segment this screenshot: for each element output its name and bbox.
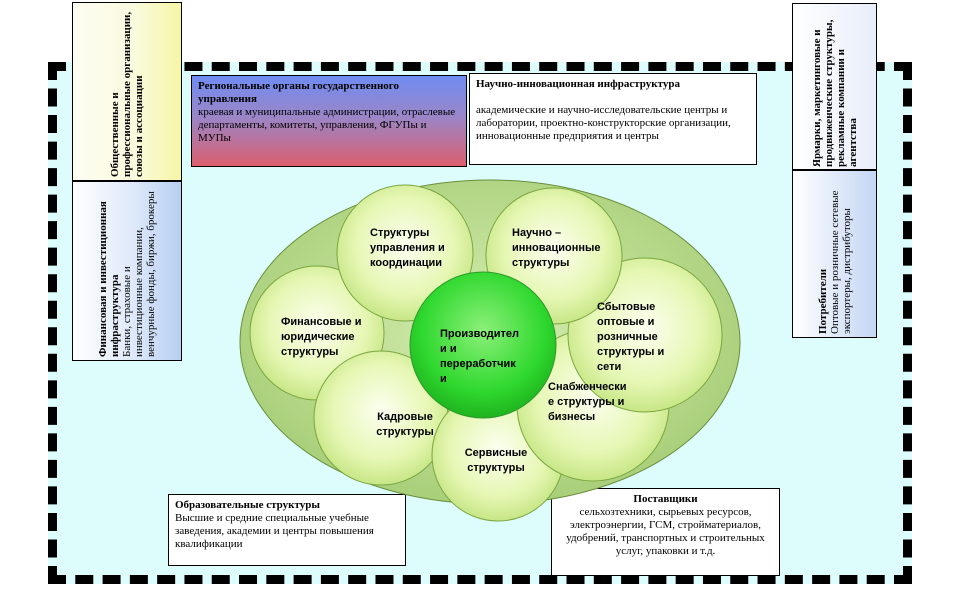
education-box: Образовательные структуры Высшие и средн…	[168, 494, 406, 566]
circle-supply-label-line: бизнесы	[548, 411, 595, 423]
circle-science-label: Научно – инновационные структуры	[512, 227, 601, 269]
circle-producers-label-line: Производител	[440, 328, 519, 340]
circle-service-label-line: Сервисные	[465, 447, 528, 459]
regional-government-box: Региональные органы государственного упр…	[191, 75, 467, 167]
innovation-infrastructure-title: Научно-инновационная инфраструктура	[476, 78, 680, 90]
innovation-infrastructure-box: Научно-инновационная инфраструктура акад…	[469, 73, 757, 165]
consumers-box: Потребители Оптовые и розничные сетевые …	[792, 170, 877, 338]
circle-sales-label: Сбытовые оптовые и розничные структуры и сет…	[597, 301, 664, 373]
circle-supply-label-line: е структуры и	[548, 396, 624, 408]
circle-management-label-line: координации	[370, 257, 442, 269]
circle-sales-label-line: структуры и	[597, 346, 664, 358]
innovation-infrastructure-desc: академические и научно-исследовательские…	[476, 104, 731, 142]
suppliers-box: Поставщики сельхозтехники, сырьевых ресу…	[551, 488, 780, 576]
circle-sales-label-line: Сбытовые	[597, 301, 655, 313]
circle-sales-label-line: сети	[597, 361, 621, 373]
circle-finance-label-line: структуры	[281, 346, 338, 358]
circle-finance-label-line: юридические	[281, 331, 354, 343]
circle-producers	[409, 271, 557, 419]
circle-science-label-line: инновационные	[512, 242, 601, 254]
circle-service-label-line: структуры	[467, 462, 524, 474]
circle-producers-label-line: и и	[440, 343, 457, 355]
circle-hr-label: Кадровые структуры	[376, 411, 433, 438]
suppliers-title: Поставщики	[633, 493, 698, 505]
education-desc: Высшие и средние специальные учебные зав…	[175, 512, 374, 550]
circle-hr-label-line: структуры	[376, 426, 433, 438]
circle-producers-label: Производител и и переработчик и	[440, 328, 519, 385]
circle-supply-label-line: Снабженчески	[548, 381, 627, 393]
circle-hr-label-line: Кадровые	[377, 411, 433, 423]
regional-government-desc: краевая и муниципальные администрации, о…	[198, 106, 456, 144]
fairs-marketing-box: Ярмарки, маркетинговые и продвиженческие…	[792, 3, 877, 170]
circle-science-label-line: Научно –	[512, 227, 561, 239]
public-organizations-box: Общественные и профессиональные организа…	[72, 2, 182, 181]
circle-management-label: Структуры управления и координации	[370, 227, 445, 269]
finance-infrastructure-box: Финансовая и инвестиционная инфраструкту…	[72, 181, 182, 361]
circle-finance-label: Финансовые и юридические структуры	[281, 316, 362, 358]
circle-management-label-line: управления и	[370, 242, 445, 254]
circle-management-label-line: Структуры	[370, 227, 429, 239]
circle-finance-label-line: Финансовые и	[281, 316, 362, 328]
regional-government-title: Региональные органы государственного упр…	[198, 80, 400, 105]
circle-supply-label: Снабженчески е структуры и бизнесы	[548, 381, 627, 423]
circle-service-label: Сервисные структуры	[465, 447, 528, 474]
circle-producers-label-line: и	[440, 373, 447, 385]
circle-sales-label-line: оптовые и	[597, 316, 654, 328]
suppliers-desc: сельхозтехники, сырьевых ресурсов, элект…	[566, 506, 765, 557]
circle-science-label-line: структуры	[512, 257, 569, 269]
circle-sales-label-line: розничные	[597, 331, 658, 343]
circle-producers-label-line: переработчик	[440, 358, 516, 370]
education-title: Образовательные структуры	[175, 499, 320, 511]
